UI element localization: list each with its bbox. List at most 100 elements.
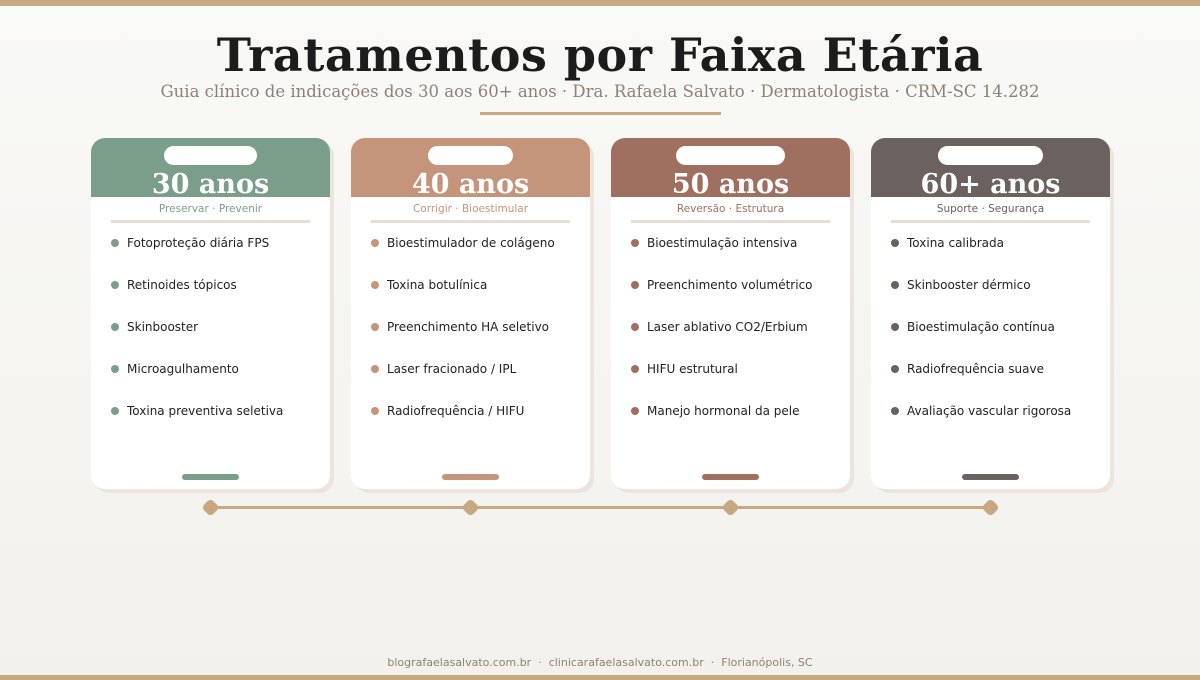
card-footer-bar (442, 474, 499, 480)
list-item: Preenchimento HA seletivo (371, 320, 555, 362)
bullet-icon (111, 281, 119, 289)
bullet-icon (891, 365, 899, 373)
timeline-node-30 (201, 498, 220, 517)
bullet-icon (371, 407, 379, 415)
footer-separator: · (710, 656, 715, 669)
treatment-list: Bioestimulador de colágeno Toxina botulí… (371, 236, 555, 446)
header-pill (164, 146, 257, 165)
treatment-label: Preenchimento HA seletivo (387, 320, 550, 334)
list-item: Retinoides tópicos (111, 278, 283, 320)
list-item: Skinbooster (111, 320, 283, 362)
card-divider (891, 220, 1090, 223)
treatment-label: Laser ablativo CO2/Erbium (647, 320, 808, 334)
location-text: Florianópolis, SC (721, 656, 813, 669)
list-item: Preenchimento volumétrico (631, 278, 813, 320)
list-item: Radiofrequência / HIFU (371, 404, 555, 446)
treatment-label: Avaliação vascular rigorosa (907, 404, 1072, 418)
list-item: Laser ablativo CO2/Erbium (631, 320, 813, 362)
treatment-label: Microagulhamento (127, 362, 239, 376)
list-item: Radiofrequência suave (891, 362, 1071, 404)
bullet-icon (111, 323, 119, 331)
treatment-list: Bioestimulação intensiva Preenchimento v… (631, 236, 813, 446)
bullet-icon (631, 281, 639, 289)
treatment-label: Radiofrequência / HIFU (387, 404, 525, 418)
bullet-icon (371, 239, 379, 247)
card-footer-bar (702, 474, 759, 480)
age-card-60-plus: 60+ anos Suporte · Segurança Toxina cali… (871, 138, 1110, 489)
card-divider (631, 220, 830, 223)
list-item: Toxina preventiva seletiva (111, 404, 283, 446)
card-tagline: Reversão · Estrutura (676, 203, 785, 215)
list-item: Microagulhamento (111, 362, 283, 404)
list-item: Skinbooster dérmico (891, 278, 1071, 320)
treatment-label: Toxina botulínica (387, 278, 488, 292)
treatment-label: HIFU estrutural (647, 362, 738, 376)
bullet-icon (111, 365, 119, 373)
list-item: Bioestimulador de colágeno (371, 236, 555, 278)
bullet-icon (631, 323, 639, 331)
footer-separator: · (538, 656, 542, 669)
treatment-label: Bioestimulação intensiva (647, 236, 798, 250)
card-header: 60+ anos (871, 138, 1110, 200)
age-card-50: 50 anos Reversão · Estrutura Bioestimula… (611, 138, 850, 489)
timeline-line (210, 506, 990, 509)
list-item: Bioestimulação contínua (891, 320, 1071, 362)
bullet-icon (111, 239, 119, 247)
card-divider (371, 220, 570, 223)
age-card-40: 40 anos Corrigir · Bioestimular Bioestim… (351, 138, 590, 489)
bottom-accent-bar (0, 675, 1200, 680)
header-pill (938, 146, 1043, 165)
bullet-icon (891, 323, 899, 331)
bullet-icon (891, 281, 899, 289)
list-item: HIFU estrutural (631, 362, 813, 404)
treatment-label: Retinoides tópicos (127, 278, 237, 292)
treatment-label: Fotoproteção diária FPS (127, 236, 270, 250)
age-label: 40 anos (411, 169, 530, 200)
card-divider (111, 220, 310, 223)
card-tagline: Suporte · Segurança (936, 203, 1045, 215)
treatment-label: Laser fracionado / IPL (387, 362, 517, 376)
card-footer-bar (962, 474, 1019, 480)
timeline-node-60 (981, 498, 1000, 517)
card-header: 30 anos (91, 138, 330, 200)
timeline-node-50 (721, 498, 740, 517)
age-label: 50 anos (671, 169, 790, 200)
top-accent-bar (0, 0, 1200, 6)
page-title: Tratamentos por Faixa Etária (216, 28, 984, 82)
list-item: Fotoproteção diária FPS (111, 236, 283, 278)
card-header: 50 anos (611, 138, 850, 200)
list-item: Toxina botulínica (371, 278, 555, 320)
bullet-icon (891, 407, 899, 415)
treatment-label: Skinbooster (127, 320, 199, 334)
clinic-link[interactable]: clinicarafaelasalvato.com.br (548, 656, 704, 669)
card-tagline: Preservar · Prevenir (158, 203, 263, 215)
list-item: Toxina calibrada (891, 236, 1071, 278)
treatment-label: Skinbooster dérmico (907, 278, 1031, 292)
page-subtitle: Guia clínico de indicações dos 30 aos 60… (160, 82, 1040, 101)
age-label: 60+ anos (920, 169, 1061, 200)
card-footer-bar (182, 474, 239, 480)
treatment-label: Radiofrequência suave (907, 362, 1045, 376)
treatment-label: Toxina preventiva seletiva (127, 404, 284, 418)
header-pill (676, 146, 785, 165)
card-tagline: Corrigir · Bioestimular (412, 203, 529, 215)
bullet-icon (631, 365, 639, 373)
bullet-icon (631, 407, 639, 415)
bullet-icon (371, 323, 379, 331)
title-divider (480, 112, 721, 115)
bullet-icon (891, 239, 899, 247)
card-header: 40 anos (351, 138, 590, 200)
treatment-label: Preenchimento volumétrico (647, 278, 813, 292)
list-item: Manejo hormonal da pele (631, 404, 813, 446)
header-pill (428, 146, 513, 165)
bullet-icon (371, 281, 379, 289)
blog-link[interactable]: blografaelasalvato.com.br (387, 656, 532, 669)
timeline-node-40 (461, 498, 480, 517)
treatment-label: Bioestimulador de colágeno (387, 236, 555, 250)
bullet-icon (631, 239, 639, 247)
treatment-label: Toxina calibrada (907, 236, 1004, 250)
age-card-30: 30 anos Preservar · Prevenir Fotoproteçã… (91, 138, 330, 489)
footer: blografaelasalvato.com.br · clinicarafaela… (0, 656, 1200, 669)
treatment-label: Manejo hormonal da pele (647, 404, 800, 418)
bullet-icon (371, 365, 379, 373)
